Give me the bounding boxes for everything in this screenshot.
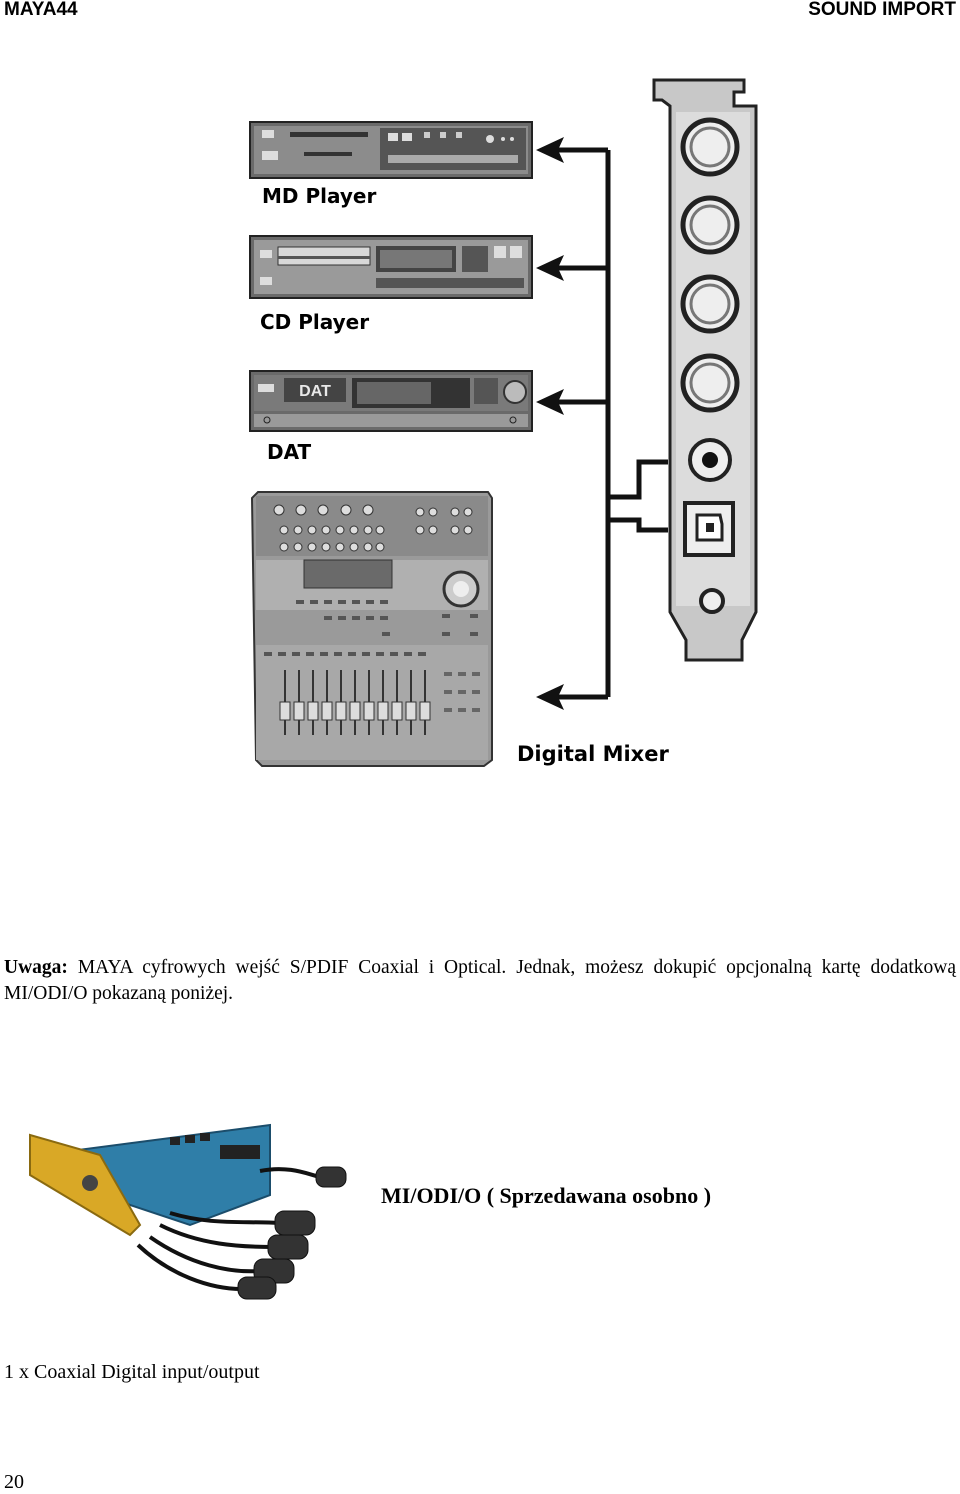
board-caption: MI/ODI/O ( Sprzedawana osobno ) [381,1183,712,1208]
digital-mixer-label: Digital Mixer [517,742,669,766]
md-player-label: MD Player [262,184,376,208]
connection-lines [550,147,668,700]
note-paragraph: Uwaga: MAYA cyfrowych wejść S/PDIF Coaxi… [4,955,956,1007]
arrow-heads [536,137,564,710]
io-description: 1 x Coaxial Digital input/output [4,1361,260,1383]
sound-card-bracket [652,78,758,662]
cd-player-label: CD Player [260,310,369,334]
note-lead: Uwaga: [4,957,68,978]
note-text: MAYA cyfrowych wejść S/PDIF Coaxial i Op… [4,957,957,1004]
dat-label: DAT [267,440,312,464]
md-player-device [249,121,533,179]
connection-diagram: MD Player CD Player DAT DAT [249,78,758,767]
header-title-right: SOUND IMPORT [808,0,956,20]
mi-odi-o-board-image [29,1123,347,1300]
dat-device: DAT [249,370,533,432]
header-title-left: MAYA44 [4,0,78,20]
dat-panel-label: DAT [299,383,331,400]
page-number: 20 [4,1471,24,1493]
digital-mixer-device [250,491,493,767]
cd-player-device [249,235,533,299]
